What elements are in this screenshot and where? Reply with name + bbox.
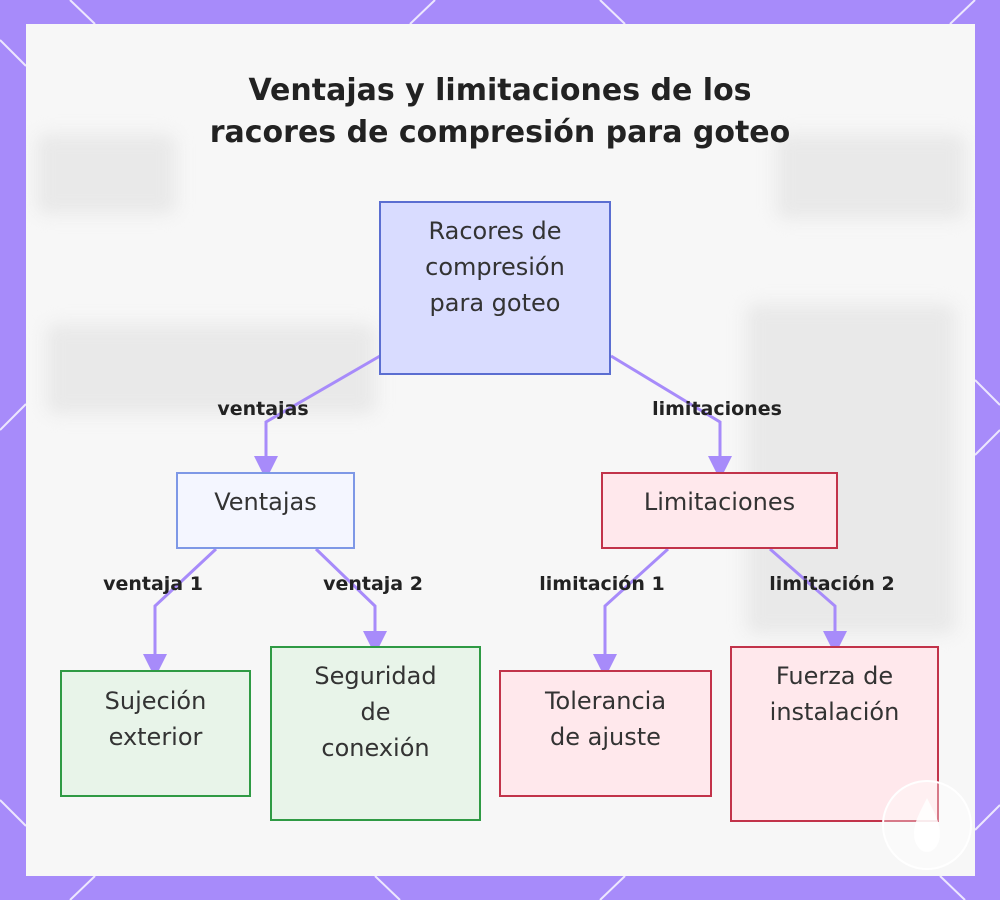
node-seguridad-conexion: Seguridad de conexión (270, 646, 481, 821)
background-blur (46, 324, 376, 414)
node-limitaciones: Limitaciones (601, 472, 838, 549)
background-blur (36, 134, 176, 214)
edge-label-ventaja-1: ventaja 1 (103, 573, 203, 595)
node-racores: Racores de compresión para goteo (379, 201, 611, 375)
watermark-logo (882, 780, 972, 870)
background-blur (776, 134, 966, 219)
diagram-title-line-2: racores de compresión para goteo (209, 115, 791, 150)
node-ventajas: Ventajas (176, 472, 355, 549)
edge-ventajas-sujecion (143, 547, 218, 678)
edge-limitaciones-fuerza (769, 547, 847, 655)
edge-label-limitaciones: limitaciones (652, 398, 782, 420)
edge-root-limitaciones (610, 354, 732, 480)
node-sujecion-exterior: Sujeción exterior (60, 670, 251, 797)
diagram-title-line-1: Ventajas y limitaciones de los (248, 73, 752, 108)
edge-label-ventaja-2: ventaja 2 (323, 573, 423, 595)
edge-limitaciones-tolerancia (593, 547, 670, 678)
edge-label-ventajas: ventajas (217, 398, 309, 420)
edge-ventajas-seguridad (314, 547, 387, 655)
edge-label-limitacion-1: limitación 1 (539, 573, 665, 595)
edge-label-limitacion-2: limitación 2 (769, 573, 895, 595)
edge-root-ventajas (254, 354, 381, 480)
background-blur (746, 304, 956, 634)
drop-logo-icon (914, 798, 940, 852)
node-tolerancia-ajuste: Tolerancia de ajuste (499, 670, 712, 797)
